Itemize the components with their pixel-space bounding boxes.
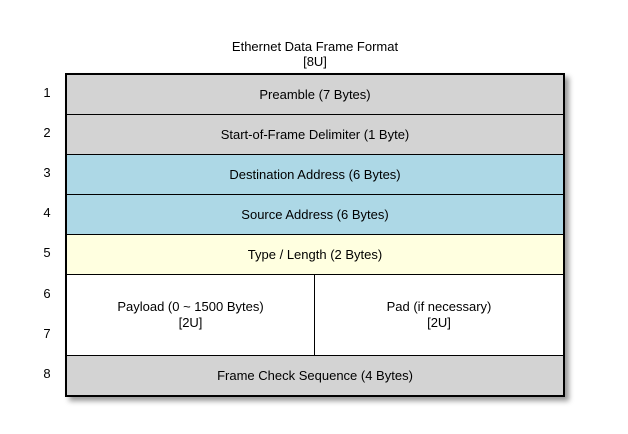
diagram-subtitle: [8U] xyxy=(303,54,327,69)
row-number-2: 2 xyxy=(43,125,51,140)
row-label: Preamble (7 Bytes) xyxy=(259,87,371,102)
row-label: Source Address (6 Bytes) xyxy=(241,207,389,222)
payload-label: Payload (0 ~ 1500 Bytes) xyxy=(117,299,264,314)
row-preamble: Preamble (7 Bytes) xyxy=(67,75,563,115)
row-destination-address: Destination Address (6 Bytes) xyxy=(67,155,563,195)
row-label: Frame Check Sequence (4 Bytes) xyxy=(217,368,413,383)
pad-label: Pad (if necessary) xyxy=(386,299,492,314)
row-source-address: Source Address (6 Bytes) xyxy=(67,195,563,235)
diagram-title-block: Ethernet Data Frame Format [8U] xyxy=(65,39,565,69)
payload-cell: Payload (0 ~ 1500 Bytes) [2U] xyxy=(67,275,315,355)
row-start-of-frame-delimiter: Start-of-Frame Delimiter (1 Byte) xyxy=(67,115,563,155)
pad-units: [2U] xyxy=(427,315,451,330)
payload-units: [2U] xyxy=(178,315,203,330)
row-number-4: 4 xyxy=(43,205,51,220)
frame-format-table: Preamble (7 Bytes) Start-of-Frame Delimi… xyxy=(65,73,565,397)
row-number-5: 5 xyxy=(43,245,51,260)
row-type-length: Type / Length (2 Bytes) xyxy=(67,235,563,275)
row-number-1: 1 xyxy=(43,85,51,100)
row-number-3: 3 xyxy=(43,165,51,180)
row-number-6: 6 xyxy=(43,286,51,301)
row-number-7: 7 xyxy=(43,326,51,341)
row-label: Destination Address (6 Bytes) xyxy=(229,167,401,182)
row-number-8: 8 xyxy=(43,366,51,381)
diagram-title: Ethernet Data Frame Format xyxy=(231,39,399,54)
row-label: Type / Length (2 Bytes) xyxy=(247,247,383,262)
pad-cell: Pad (if necessary) [2U] xyxy=(315,275,563,355)
row-frame-check-sequence: Frame Check Sequence (4 Bytes) xyxy=(67,356,563,395)
row-payload-pad: Payload (0 ~ 1500 Bytes) [2U] Pad (if ne… xyxy=(67,275,563,356)
row-label: Start-of-Frame Delimiter (1 Byte) xyxy=(220,127,410,142)
